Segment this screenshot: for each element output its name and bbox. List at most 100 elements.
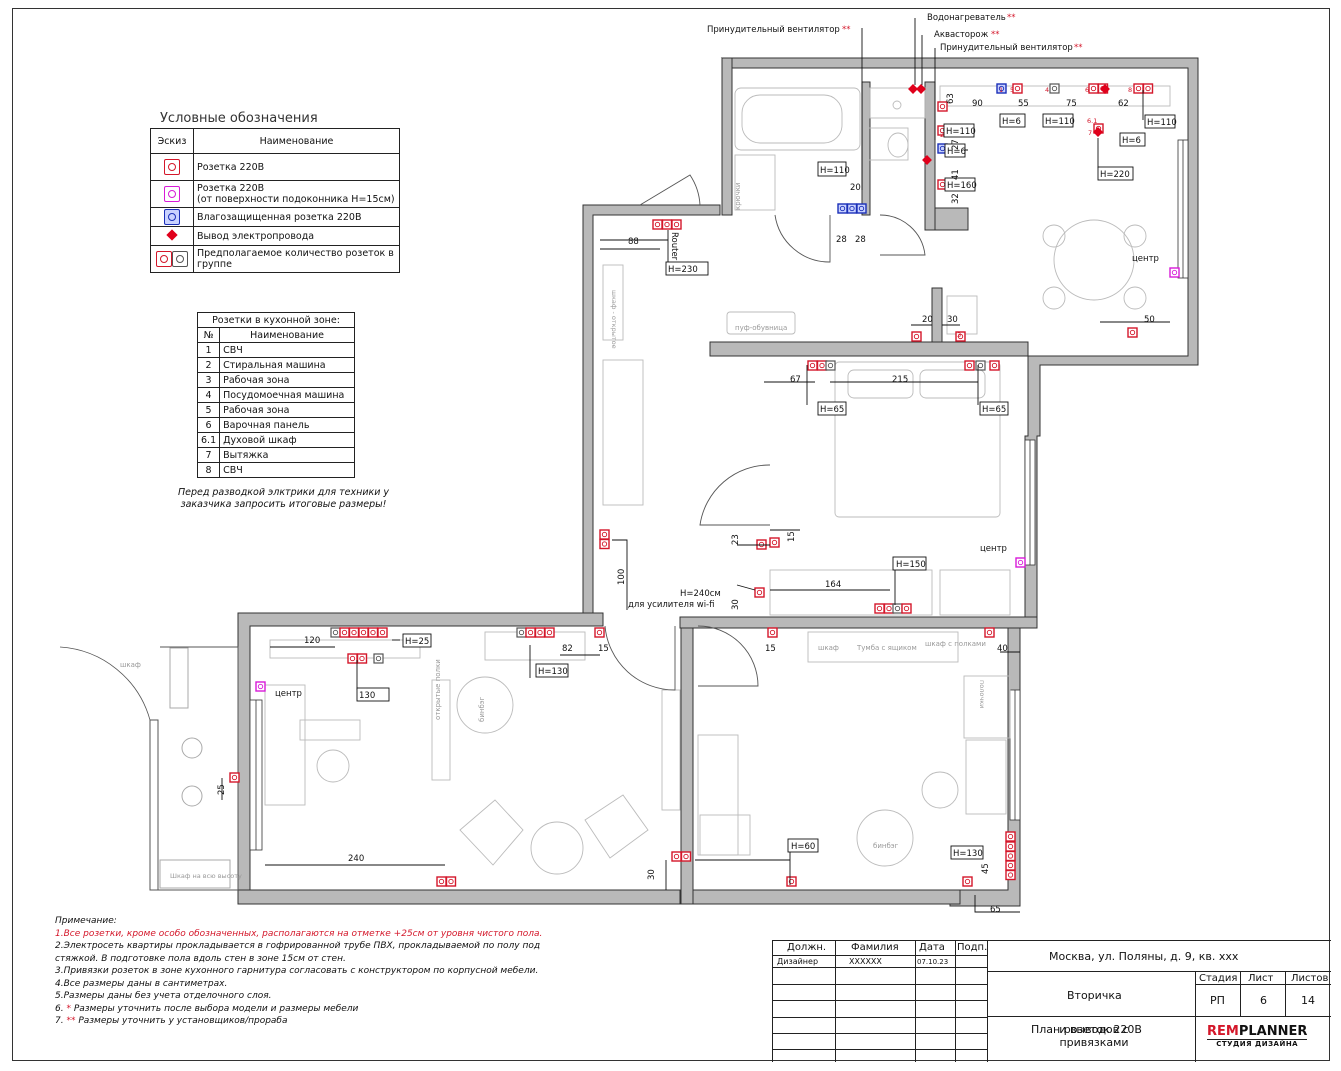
- socket-group-marker: [825, 360, 836, 371]
- socket: [377, 627, 388, 638]
- socket: [544, 627, 555, 638]
- dim-h30b: 30: [947, 315, 958, 325]
- socket-group-marker: [330, 627, 341, 638]
- dim-h65: 65: [990, 905, 1001, 915]
- furniture-label: полочки: [978, 680, 986, 708]
- dim-h30d: 30: [647, 869, 657, 880]
- socket: [1142, 83, 1154, 94]
- socket: [807, 360, 818, 371]
- furniture-label: открытые полки: [434, 659, 442, 720]
- stamp-h-stage: Стадия: [1199, 973, 1238, 984]
- stamp-address: Москва, ул. Поляны, д. 9, кв. ххх: [1049, 950, 1239, 963]
- socket: [1005, 869, 1016, 881]
- socket: [1012, 83, 1023, 94]
- dim-h130b: H=130: [953, 849, 983, 859]
- socket: [671, 851, 682, 862]
- socket: [1005, 850, 1016, 862]
- socket: [661, 219, 673, 230]
- balcony: [59, 646, 239, 891]
- waterproof-socket: [837, 203, 848, 214]
- dim-h23: 23: [731, 534, 741, 545]
- note-7: 7. ** Размеры уточнить у установщиков/пр…: [55, 1016, 288, 1026]
- dim-h88: 88: [628, 237, 639, 247]
- dim-h28a: 28: [836, 235, 847, 245]
- stamp-date: 07.10.23: [917, 958, 949, 966]
- dim-h110a: H=110: [820, 166, 850, 176]
- callout-star: **: [1074, 43, 1083, 53]
- waterproof-socket: [846, 203, 858, 214]
- dim-h82: 82: [562, 644, 573, 654]
- appliance-number: 8: [1128, 86, 1132, 94]
- socket: [339, 627, 350, 638]
- socket-sill-icon: [164, 186, 180, 202]
- dim-h32: 32: [951, 193, 961, 204]
- dim-h65a: H=65: [820, 405, 844, 415]
- stamp-type: Вторичка: [1067, 989, 1122, 1002]
- socket: [599, 529, 610, 540]
- waterproof-socket: [856, 203, 867, 214]
- dim-h20: 20: [850, 183, 861, 193]
- dim-h90: 90: [972, 99, 983, 109]
- furniture-label: шкаф: [120, 661, 141, 669]
- dim-h15c: 15: [765, 644, 776, 654]
- socket: [984, 627, 995, 638]
- socket: [445, 876, 457, 887]
- dim-h220: H=220: [1100, 170, 1130, 180]
- sill-socket: [1015, 557, 1026, 568]
- socket: [671, 219, 682, 230]
- appliance-number: 6: [1085, 86, 1089, 94]
- socket: [883, 603, 895, 614]
- stamp-h-sign: Подп.: [957, 942, 988, 953]
- legend-table: Эскиз Наименование Розетка 220В Розетка …: [150, 128, 400, 273]
- dim-h215: 215: [892, 375, 908, 385]
- furniture-label: шкаф: [818, 644, 839, 652]
- dim-h60: H=60: [791, 842, 815, 852]
- socket: [599, 538, 610, 550]
- socket: [594, 627, 605, 638]
- dim-center2: центр: [980, 544, 1007, 554]
- socket: [754, 587, 765, 598]
- stamp-h-date: Дата: [919, 942, 945, 953]
- socket: [652, 219, 663, 230]
- socket: [356, 653, 368, 664]
- furniture-label: бинбэг: [478, 696, 486, 722]
- socket: [901, 603, 912, 614]
- dim-h240: 240: [348, 854, 364, 864]
- furniture-label: Шкаф на всю высоту: [170, 872, 242, 880]
- dim-wifi: для усилителя wi-fi: [628, 600, 714, 610]
- socket-group-icon: [156, 251, 172, 267]
- callout-star: **: [842, 25, 851, 35]
- dim-h62: 62: [1118, 99, 1129, 109]
- stamp-sheet: 6: [1260, 994, 1267, 1007]
- dim-center3: центр: [275, 689, 302, 699]
- note-item: 2.Электросеть квартиры прокладывается в …: [55, 941, 541, 951]
- socket: [769, 537, 780, 548]
- dim-h110d: H=110: [1147, 118, 1177, 128]
- socket: [534, 627, 546, 638]
- appliance-number: 3: [957, 331, 961, 339]
- socket-group-marker: [975, 360, 986, 371]
- drawing-frame: [12, 8, 1330, 1061]
- dim-h15a: 15: [787, 531, 797, 542]
- dim-h40: 40: [997, 644, 1008, 654]
- appliance-number: 4: [1045, 86, 1049, 94]
- socket: [1133, 83, 1144, 94]
- dim-h130: 130: [359, 691, 375, 701]
- dim-h45: 45: [981, 863, 991, 874]
- dim-h160: H=160: [947, 181, 977, 191]
- furniture-label: бинбэг: [873, 842, 899, 850]
- furniture-label: шкаф - открытое: [610, 290, 618, 349]
- socket-220v-icon: [164, 159, 180, 175]
- socket: [1088, 83, 1099, 94]
- callout-fan-2: Принудительный вентилятор: [940, 43, 1073, 53]
- dim-h63: 63: [946, 93, 956, 104]
- dim-h15b: 15: [598, 644, 609, 654]
- stamp-h-sheets: Листов: [1291, 973, 1329, 984]
- sill-socket: [255, 681, 266, 692]
- dim-h120: 120: [304, 636, 320, 646]
- stamp-h-sheet: Лист: [1248, 973, 1274, 984]
